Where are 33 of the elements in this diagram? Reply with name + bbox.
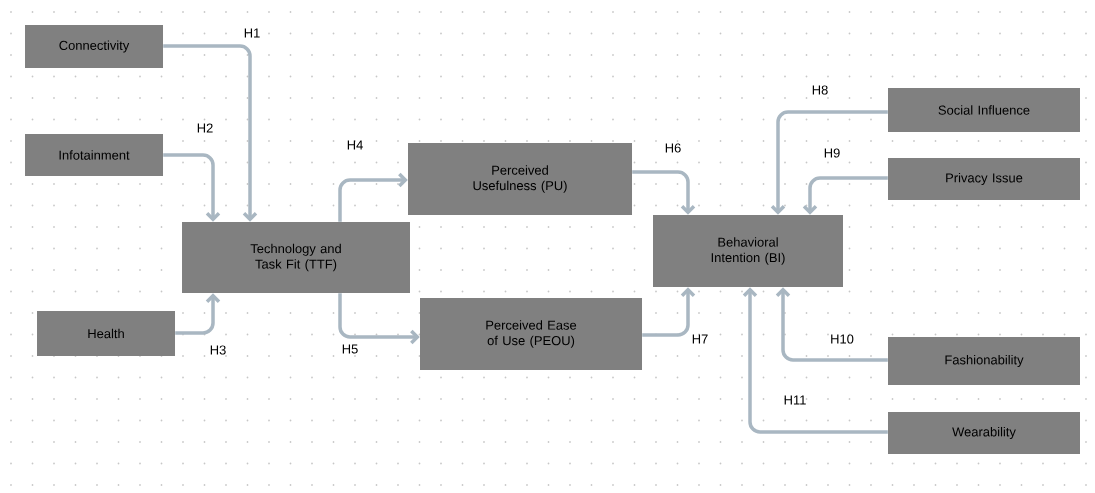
arrow (642, 287, 696, 337)
factor-box: Perceived Ease of Use (PEOU) (420, 298, 642, 370)
edge-label: H6 (665, 143, 681, 153)
factor-box: Privacy Issue (888, 158, 1080, 200)
edge-label: H5 (342, 344, 358, 354)
edge-label: H3 (210, 345, 226, 355)
factor-box: Connectivity (25, 25, 163, 68)
edge-label: H7 (692, 334, 708, 344)
arrow (742, 287, 888, 434)
arrow (338, 293, 420, 345)
edge-label: H8 (812, 85, 828, 95)
arrow (770, 110, 888, 215)
factor-box: Social Influence (888, 88, 1080, 132)
factor-box: Fashionability (888, 337, 1080, 385)
edge-label: H4 (347, 140, 363, 150)
edge-label: H1 (244, 28, 260, 38)
factor-box: Perceived Usefulness (PU) (408, 143, 632, 215)
arrow (338, 172, 408, 222)
arrow (163, 44, 258, 222)
factor-box: Technology and Task Fit (TTF) (182, 222, 410, 293)
factor-box: Health (37, 311, 175, 356)
arrow (632, 170, 696, 215)
factor-box: Infotainment (25, 134, 163, 176)
edge-label: H9 (824, 148, 840, 158)
arrow (175, 293, 221, 335)
factor-box: Wearability (888, 412, 1080, 454)
edge-label: H11 (784, 395, 806, 405)
arrow (163, 153, 221, 222)
edge-label: H2 (197, 123, 213, 133)
arrow (802, 176, 888, 215)
factor-box: Behavioral Intention (BI) (653, 215, 843, 287)
arrow (775, 287, 888, 362)
edge-label: H10 (831, 334, 854, 344)
